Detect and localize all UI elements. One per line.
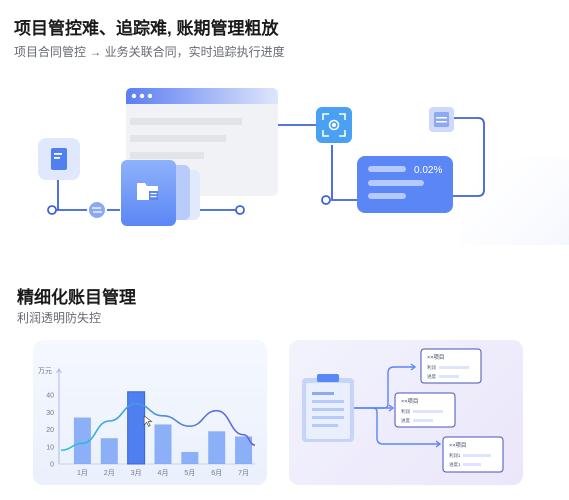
- project-box-title: ××项目: [427, 354, 444, 361]
- clipboard-icon: [302, 374, 354, 442]
- project-tree-diagram: ××项目 利润 进度 ××项目 利润 进度 ××项目 利润1 进度1: [302, 348, 504, 473]
- section-subtitle-accounting: 利润透明防失控: [17, 311, 102, 325]
- section-title-contract-control: 项目管控难、追踪难, 账期管理粗放: [14, 19, 279, 38]
- chart-bar: [181, 451, 199, 464]
- project-box-row: 进度: [401, 417, 410, 424]
- document-icon: [51, 148, 67, 170]
- chart-bar: [73, 417, 91, 464]
- section-subtitle-contract-control: 项目合同管控 → 业务关联合同，实时追踪执行进度: [14, 45, 285, 59]
- chart-bar: [127, 391, 146, 465]
- y-axis-unit-label: 万元: [38, 367, 52, 375]
- x-tick-label: 1月: [77, 469, 88, 477]
- folder-icon: [137, 183, 158, 200]
- chart-bar: [208, 431, 226, 464]
- x-tick-label: 7月: [238, 469, 249, 477]
- chart-bar: [100, 438, 118, 464]
- arrow-head: [410, 363, 417, 371]
- project-box-row: 利润: [401, 408, 410, 415]
- contract-tracking-illustration: 0.02%: [38, 88, 569, 245]
- project-box: ××项目 利润 进度: [394, 392, 456, 428]
- x-tick-label: 6月: [211, 469, 222, 477]
- project-box-title: ××项目: [449, 442, 466, 449]
- arrow-head: [388, 404, 395, 412]
- x-tick-label: 5月: [184, 469, 195, 477]
- decorative-glow: [460, 155, 569, 245]
- y-tick-label: 0: [50, 462, 54, 469]
- table-icon: [434, 112, 449, 127]
- progress-card-bar: [368, 180, 424, 186]
- y-tick-label: 20: [46, 427, 54, 434]
- y-tick-label: 40: [46, 393, 54, 400]
- project-box: ××项目 利润 进度: [420, 348, 482, 384]
- y-tick-label: 30: [46, 410, 54, 417]
- progress-card-bar: [368, 193, 406, 199]
- project-box-row: 利润: [427, 364, 436, 371]
- chart-bar: [235, 436, 253, 464]
- project-box: ××项目 利润1 进度1: [442, 436, 504, 473]
- progress-card-bar: [368, 166, 406, 172]
- connector-node: [235, 205, 245, 215]
- connector-node: [47, 205, 57, 215]
- project-box-row: 进度1: [449, 461, 461, 468]
- trend-line: [60, 402, 256, 452]
- project-box-row: 进度: [427, 373, 436, 380]
- project-box-title: ××项目: [401, 398, 418, 405]
- project-box-row: 利润1: [449, 452, 461, 459]
- sync-arrows: [92, 207, 102, 213]
- connector-node: [321, 195, 331, 205]
- section-title-accounting: 精细化账目管理: [17, 288, 136, 307]
- connector-line: [331, 145, 360, 201]
- y-axis-arrow: [56, 368, 62, 374]
- focus-target-icon: [322, 113, 346, 137]
- progress-value: 0.02%: [414, 165, 442, 176]
- sync-icon: [87, 200, 107, 220]
- arrow-head: [435, 440, 442, 448]
- chart-bar: [154, 424, 172, 464]
- x-tick-label: 2月: [104, 469, 115, 477]
- chart-card: 万元 0 10 20 30 40 1月 2月 3月 4月 5月 6月 7月: [33, 340, 267, 485]
- project-tree-card: ××项目 利润 进度 ××项目 利润 进度 ××项目 利润1 进度1: [289, 340, 523, 485]
- x-tick-label: 4月: [158, 469, 169, 477]
- y-tick-label: 10: [46, 444, 54, 451]
- x-tick-label: 3月: [131, 469, 142, 477]
- cursor-icon: [143, 415, 153, 427]
- profit-bar-chart: 万元 0 10 20 30 40 1月 2月 3月 4月 5月 6月 7月: [38, 367, 256, 477]
- branch-arrow: [372, 407, 439, 445]
- connector-line: [440, 117, 485, 197]
